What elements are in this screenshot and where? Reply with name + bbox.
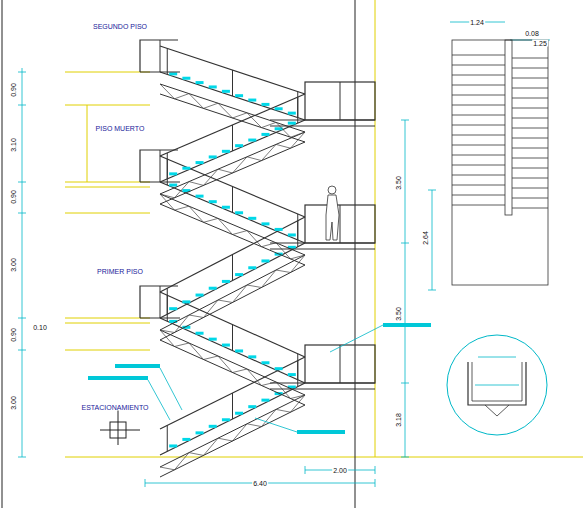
dimension-text: 3.00 — [10, 257, 17, 273]
person-figure — [326, 186, 339, 240]
floor-name: SEGUNDO PISO — [92, 23, 148, 30]
stair-landings — [140, 40, 375, 389]
dimension-text: 2.00 — [332, 467, 348, 474]
section-detail — [447, 335, 547, 435]
dimension-text: 3.00 — [10, 395, 17, 411]
callout-bars — [88, 323, 431, 434]
dimension-text: 3.50 — [395, 175, 402, 191]
leader-lines — [148, 325, 383, 432]
dimension-text: 0.90 — [10, 189, 17, 205]
floor-name: PISO MUERTO — [95, 125, 146, 132]
floor-name: ESTACIONAMIENTO — [80, 404, 149, 411]
dimension-text: 3.18 — [395, 412, 402, 428]
dimension-lines — [18, 22, 550, 487]
dimension-text: 0.90 — [10, 327, 17, 343]
dimension-text: 1.24 — [469, 19, 485, 26]
dimension-text: 6.40 — [252, 480, 268, 487]
sheet-border — [2, 0, 3, 508]
dimension-text: 1.25 — [532, 40, 548, 47]
dimension-text: 0.90 — [10, 82, 17, 98]
dimension-text: 3.10 — [10, 137, 17, 153]
stair-flights — [160, 46, 305, 477]
level-mark — [100, 408, 140, 445]
dimension-text: 0.10 — [32, 324, 48, 331]
dimension-text: 3.50 — [395, 306, 402, 322]
sheet-border — [355, 0, 356, 508]
dimension-text: 2.64 — [422, 230, 429, 246]
stair-plan — [452, 40, 548, 285]
floor-name: PRIMER PISO — [96, 268, 144, 275]
floor-lines — [65, 0, 583, 457]
dimension-text: 0.08 — [524, 30, 540, 37]
